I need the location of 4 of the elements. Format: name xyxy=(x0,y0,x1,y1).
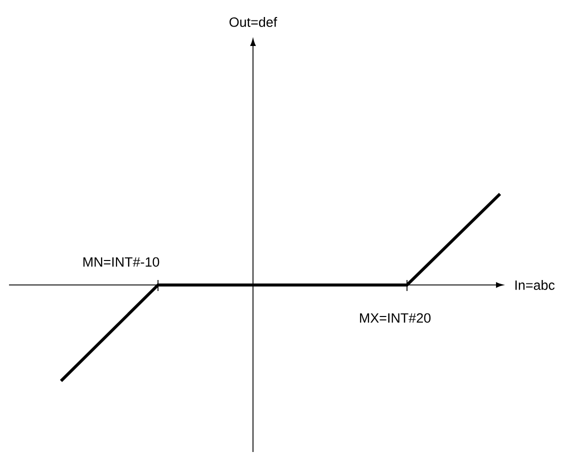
tick-label: MN=INT#-10 xyxy=(83,257,160,267)
axis-label: In=abc xyxy=(515,280,555,290)
axis-label: Out=def xyxy=(230,17,278,27)
tick-label: MX=INT#20 xyxy=(360,313,431,323)
